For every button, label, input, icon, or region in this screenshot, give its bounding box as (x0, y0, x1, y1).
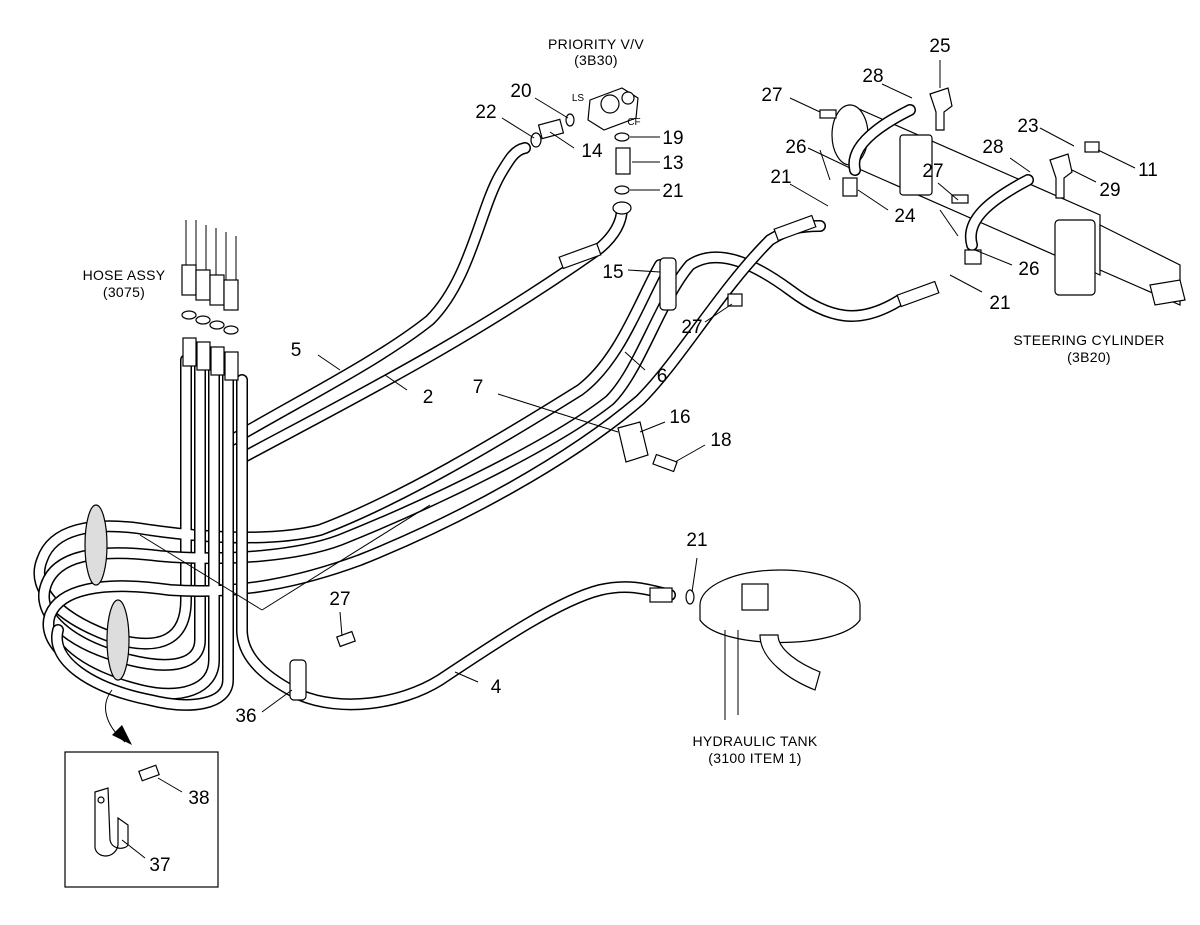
callout-20: 20 (510, 81, 531, 102)
priority-valve-caption-line2: (3B30) (574, 52, 618, 68)
callout-21-cylinder-upper: 21 (770, 167, 791, 188)
captions: PRIORITY V/V (3B30) HOSE ASSY (3075) STE… (83, 36, 1165, 766)
callout-27-clamp: 27 (681, 317, 702, 338)
callout-15: 15 (602, 262, 623, 283)
callout-7: 7 (473, 377, 484, 398)
leader-lines (121, 60, 1136, 859)
clamp-areas (84, 504, 132, 745)
callout-4: 4 (491, 677, 502, 698)
hydraulic-tank-caption-line2: (3100 ITEM 1) (708, 750, 801, 766)
hose-assy-fittings (181, 220, 239, 381)
hydraulic-tank (649, 569, 861, 720)
callout-13: 13 (662, 153, 683, 174)
callout-24: 24 (894, 206, 916, 227)
callout-18: 18 (710, 430, 731, 451)
port-label-cf: CF (627, 117, 640, 128)
callout-numbers: 25 20 22 19 14 13 21 28 27 23 26 28 11 2… (149, 36, 1157, 876)
steering-cylinder-caption-line2: (3B20) (1067, 349, 1111, 365)
callout-29: 29 (1099, 180, 1120, 201)
callout-27-lower: 27 (329, 589, 350, 610)
callout-23: 23 (1017, 116, 1038, 137)
callout-11: 11 (1138, 160, 1158, 181)
port-label-ls: LS (572, 93, 585, 104)
callout-27-cylinder: 27 (922, 161, 943, 182)
steering-cylinder-caption-line1: STEERING CYLINDER (1013, 332, 1164, 348)
callout-16: 16 (669, 407, 690, 428)
callout-14: 14 (581, 141, 603, 162)
callout-28-upper: 28 (862, 66, 883, 87)
callout-26-upper: 26 (785, 137, 806, 158)
callout-22: 22 (475, 102, 496, 123)
callout-6: 6 (657, 366, 668, 387)
hose-assy-caption-line2: (3075) (103, 284, 145, 300)
callout-28-lower: 28 (982, 137, 1003, 158)
steering-cylinder (831, 104, 1186, 306)
callout-38: 38 (188, 788, 209, 809)
hose-assy-caption-line1: HOSE ASSY (83, 267, 166, 283)
priority-valve-caption-line1: PRIORITY V/V (548, 36, 644, 52)
hose-2-5 (226, 142, 628, 464)
callout-27-upper: 27 (761, 85, 782, 106)
callout-19: 19 (662, 128, 683, 149)
callout-21-cylinder-lower: 21 (989, 293, 1010, 314)
hydraulic-tank-caption-line1: HYDRAULIC TANK (692, 733, 817, 749)
callout-36: 36 (235, 706, 256, 727)
callout-25: 25 (929, 36, 950, 57)
callout-21-priority: 21 (662, 181, 683, 202)
cylinder-fittings (558, 87, 1100, 308)
callout-37: 37 (149, 855, 170, 876)
callout-21-tank: 21 (686, 530, 707, 551)
priority-valve (530, 87, 639, 215)
hose-4 (236, 374, 676, 711)
callout-2: 2 (423, 387, 434, 408)
inset-clamp-detail (64, 751, 219, 888)
callout-26-lower: 26 (1018, 259, 1039, 280)
callout-5: 5 (291, 340, 302, 361)
